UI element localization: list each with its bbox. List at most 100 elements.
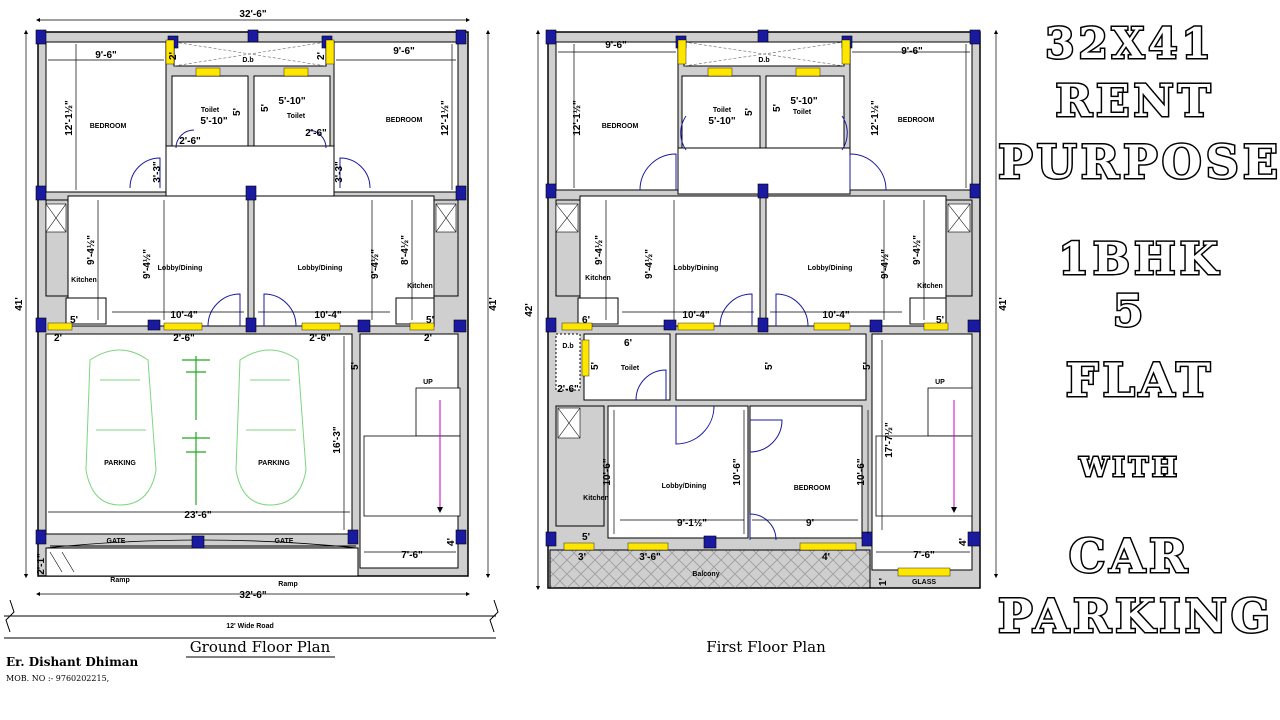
ff-lobby-h-right: 9'-4½": [880, 249, 891, 279]
ff-lobby-h-left: 9'-4½": [644, 249, 655, 279]
gf-bed-w-left: 9'-6": [95, 50, 117, 61]
gf-stair-up: UP: [423, 379, 433, 386]
gf-ramp-left: Ramp: [110, 577, 129, 584]
gf-bedroom-right: BEDROOM: [386, 117, 423, 124]
ff-bedroom-3: BEDROOM: [794, 485, 831, 492]
gf-bed-h-right: 12'-1½": [440, 100, 451, 136]
ff-stair-h: 17'-7½": [884, 422, 895, 458]
title-size: 32X41: [1045, 19, 1214, 68]
gf-kit-h-right: 8'-4½": [400, 235, 411, 265]
ff-win4: 3'-6": [639, 552, 661, 563]
gf-caption: Ground Floor Plan: [190, 638, 331, 656]
ff-toilet-w-right: 5'-10": [790, 96, 817, 107]
gf-bed-w-right: 9'-6": [393, 46, 415, 57]
ff-columns: [545, 29, 981, 549]
gf-dim-right: 41': [488, 297, 499, 311]
gf-toilet-left: Toilet: [201, 107, 220, 114]
ff-dim-left: 42': [524, 303, 535, 317]
ff-bed-w-left: 9'-6": [605, 40, 627, 51]
first-floor-labels: 42' 41' 1' First Floor Plan BEDROOM BEDR…: [524, 40, 1009, 656]
ff-stair-w: 7'-6": [913, 550, 935, 561]
gf-stair-4: 4': [446, 538, 457, 546]
ff-toilet-h-left: 5': [744, 108, 755, 116]
ff-dim-right: 41': [998, 297, 1009, 311]
gf-parking-left: PARKING: [104, 460, 136, 467]
first-floor-plan: [535, 29, 999, 591]
gf-dim-top: 32'-6": [239, 9, 266, 20]
gf-duct-h-left: 2': [168, 52, 179, 60]
gf-lobby-h-right: 9'-4½": [370, 249, 381, 279]
gf-kitchen-ducts: [45, 203, 457, 233]
ff-bed3-h: 10'-6": [856, 458, 867, 485]
gf-windows: [47, 39, 435, 331]
gf-park-w: 23'-6": [184, 510, 211, 521]
ground-floor-plan: [4, 17, 499, 639]
gf-win-right: 2': [424, 333, 432, 344]
ff-windows: [561, 39, 951, 577]
gf-lobby-w-right: 10'-4": [314, 310, 341, 321]
ff-lob3-w: 9'-1½": [677, 518, 707, 529]
ff-staircase: [875, 387, 973, 517]
ff-stair-up: UP: [935, 379, 945, 386]
ff-t3-w: 6': [624, 338, 632, 349]
gf-door-v-right: 3'-3": [334, 161, 345, 183]
gf-ramp-h: 2'-1": [36, 553, 47, 575]
ff-toilet-3: Toilet: [621, 365, 640, 372]
gf-doors: [129, 129, 371, 327]
title-flat: FLAT: [1066, 353, 1214, 407]
gf-staircase: [363, 387, 461, 517]
ff-kitchen-ducts: [555, 203, 971, 439]
gf-toilet-h-left: 5': [232, 108, 243, 116]
gf-parking-right: PARKING: [258, 460, 290, 467]
ff-kitchen-left: Kitchen: [585, 275, 611, 282]
ff-dim-extra: 1': [878, 578, 889, 586]
ff-toilet-w-left: 5'-10": [708, 116, 735, 127]
gf-dim-bottom: 32'-6": [239, 590, 266, 601]
gf-ramp-right: Ramp: [278, 581, 297, 588]
gf-bed-h-left: 12'-1½": [64, 100, 75, 136]
gf-door2-right: 2'-6": [309, 333, 331, 344]
ff-glass-label: GLASS: [912, 579, 936, 586]
ff-pass-h2: 5': [862, 362, 873, 370]
gf-door2-left: 2'-6": [173, 333, 195, 344]
gf-toilet-w-left: 5'-10": [200, 116, 227, 127]
ff-lobby-right: Lobby/Dining: [808, 265, 853, 272]
ff-bed-w-right: 9'-6": [901, 46, 923, 57]
gf-duct: D.b: [242, 57, 253, 64]
ff-kit3-h: 10'-6": [602, 458, 613, 485]
title-with: WITH: [1078, 453, 1180, 483]
ff-lobby-w-left: 10'-4": [682, 310, 709, 321]
title-parking: PARKING: [998, 589, 1274, 643]
ff-lobby-3: Lobby/Dining: [662, 483, 707, 490]
gf-dim-left: 41': [14, 297, 25, 311]
gf-door-v-left: 3'-3": [152, 161, 163, 183]
ff-kit-w-left: 6': [582, 315, 590, 326]
ff-toilet-h-right: 5': [772, 104, 783, 112]
ff-caption: First Floor Plan: [706, 638, 826, 656]
ff-win3: 3': [578, 552, 586, 563]
author-name: Er. Dishant Dhiman: [6, 655, 139, 669]
title-block: 32X41 RENT PURPOSE 1BHK 5 FLAT WITH CAR …: [997, 18, 1280, 645]
author-block: Er. Dishant Dhiman MOB. NO :- 9760202215…: [6, 655, 139, 683]
gf-lobby-w-left: 10'-4": [170, 310, 197, 321]
gf-door-right: 2'-6": [305, 128, 327, 139]
ff-lob3-h: 10'-6": [732, 458, 743, 485]
gf-gate-right: GATE: [275, 538, 294, 545]
gf-lobby-h-left: 9'-4½": [142, 249, 153, 279]
ff-bed-h-right: 12'-1½": [870, 100, 881, 136]
gf-road-label: 12' Wide Road: [226, 623, 274, 630]
gf-kit-w-right: 5': [426, 315, 434, 326]
ff-kit3-w: 5': [582, 532, 590, 543]
gf-gate-left: GATE: [107, 538, 126, 545]
gf-toilet-w-right: 5'-10": [278, 96, 305, 107]
ff-win5: 4': [822, 552, 830, 563]
ff-lobby-w-right: 10'-4": [822, 310, 849, 321]
author-mobile: MOB. NO :- 9760202215,: [6, 674, 109, 683]
ff-duct-2: D.b: [562, 343, 573, 350]
ff-bed-h-left: 12'-1½": [572, 100, 583, 136]
ff-pass-h: 5': [764, 362, 775, 370]
ff-bedroom-left: BEDROOM: [602, 123, 639, 130]
ff-kit-h-right: 9'-4½": [912, 235, 923, 265]
ff-balcony-label: Balcony: [692, 571, 719, 578]
